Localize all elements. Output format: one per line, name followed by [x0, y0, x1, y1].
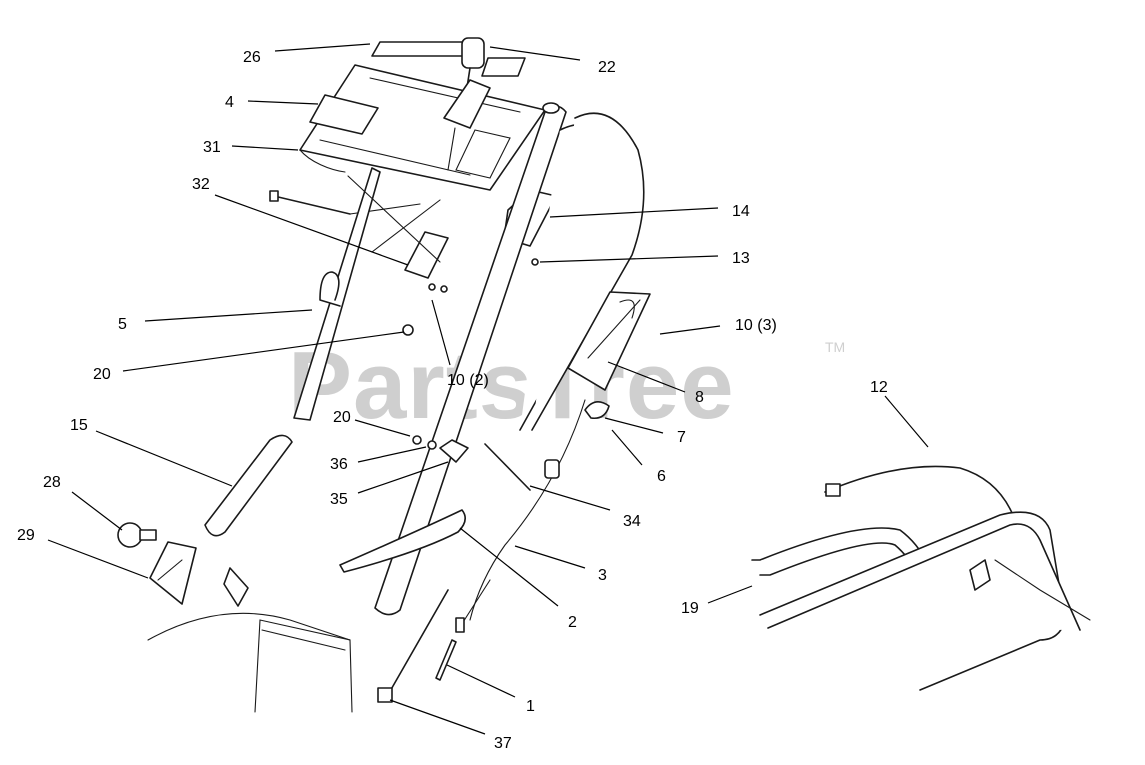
- bolt-32[interactable]: [269, 190, 421, 215]
- callout-29[interactable]: 29: [17, 527, 35, 544]
- callout-3[interactable]: 3: [598, 567, 607, 584]
- nut-20-lower[interactable]: [412, 435, 422, 445]
- callout-8[interactable]: 8: [695, 389, 704, 406]
- callout-7[interactable]: 7: [677, 429, 686, 446]
- callout-35[interactable]: 35: [330, 491, 348, 508]
- decal-4[interactable]: [309, 94, 379, 135]
- callout-13[interactable]: 13: [732, 250, 750, 267]
- bracket-lower[interactable]: [223, 567, 249, 607]
- housing-29[interactable]: [149, 541, 197, 605]
- callout-36[interactable]: 36: [330, 456, 348, 473]
- callout-6[interactable]: 6: [657, 468, 666, 485]
- watermark-text: PartsTree: [288, 332, 735, 439]
- strap-2[interactable]: [339, 509, 466, 573]
- handle-upper-bend[interactable]: [519, 112, 645, 431]
- decal-22[interactable]: [481, 57, 526, 77]
- callout-32[interactable]: 32: [192, 176, 210, 193]
- callout-12[interactable]: 12: [870, 379, 888, 396]
- decal-26[interactable]: [371, 41, 471, 57]
- screw-13[interactable]: [531, 258, 539, 266]
- handle-frame[interactable]: [759, 511, 1091, 691]
- callout-10-3[interactable]: 10 (3): [735, 317, 777, 334]
- shift-lever-22[interactable]: [443, 37, 491, 171]
- callout-26[interactable]: 26: [243, 49, 261, 66]
- leader-lines: [47, 43, 929, 735]
- rod-37[interactable]: [377, 589, 449, 703]
- knob-28[interactable]: [117, 522, 157, 548]
- handle-main-tube[interactable]: [374, 102, 567, 616]
- callout-15[interactable]: 15: [70, 417, 88, 434]
- grip-15[interactable]: [204, 434, 293, 537]
- callout-20-lower[interactable]: 20: [333, 409, 351, 426]
- callout-34[interactable]: 34: [623, 513, 641, 530]
- callout-10-2[interactable]: 10 (2): [447, 372, 489, 389]
- cable-3[interactable]: [469, 399, 586, 621]
- callout-28[interactable]: 28: [43, 474, 61, 491]
- lever-7[interactable]: [584, 401, 610, 420]
- callout-20[interactable]: 20: [93, 366, 111, 383]
- callout-37[interactable]: 37: [494, 735, 512, 752]
- callouts: 26 22 4 31 32 14 13 5 10 (3) 20 10 (2) 8…: [17, 49, 888, 752]
- callout-19[interactable]: 19: [681, 600, 699, 617]
- callout-22[interactable]: 22: [598, 59, 616, 76]
- callout-1[interactable]: 1: [526, 698, 535, 715]
- spring-1[interactable]: [435, 639, 457, 681]
- bracket-32[interactable]: [404, 231, 449, 293]
- watermark-tm: TM: [825, 339, 845, 355]
- washer-36[interactable]: [427, 440, 437, 450]
- bolt-34[interactable]: [484, 443, 531, 491]
- callout-5[interactable]: 5: [118, 316, 127, 333]
- callout-2[interactable]: 2: [568, 614, 577, 631]
- block-35[interactable]: [439, 439, 469, 463]
- nut-20[interactable]: [402, 324, 414, 336]
- watermark: PartsTree TM: [288, 332, 845, 439]
- hairpin-5[interactable]: [319, 271, 341, 307]
- deck-outline: [147, 612, 353, 713]
- callout-31[interactable]: 31: [203, 139, 221, 156]
- cable-end[interactable]: [455, 579, 491, 633]
- cable-bracket-8[interactable]: [567, 291, 651, 391]
- callout-14[interactable]: 14: [732, 203, 750, 220]
- callout-4[interactable]: 4: [225, 94, 234, 111]
